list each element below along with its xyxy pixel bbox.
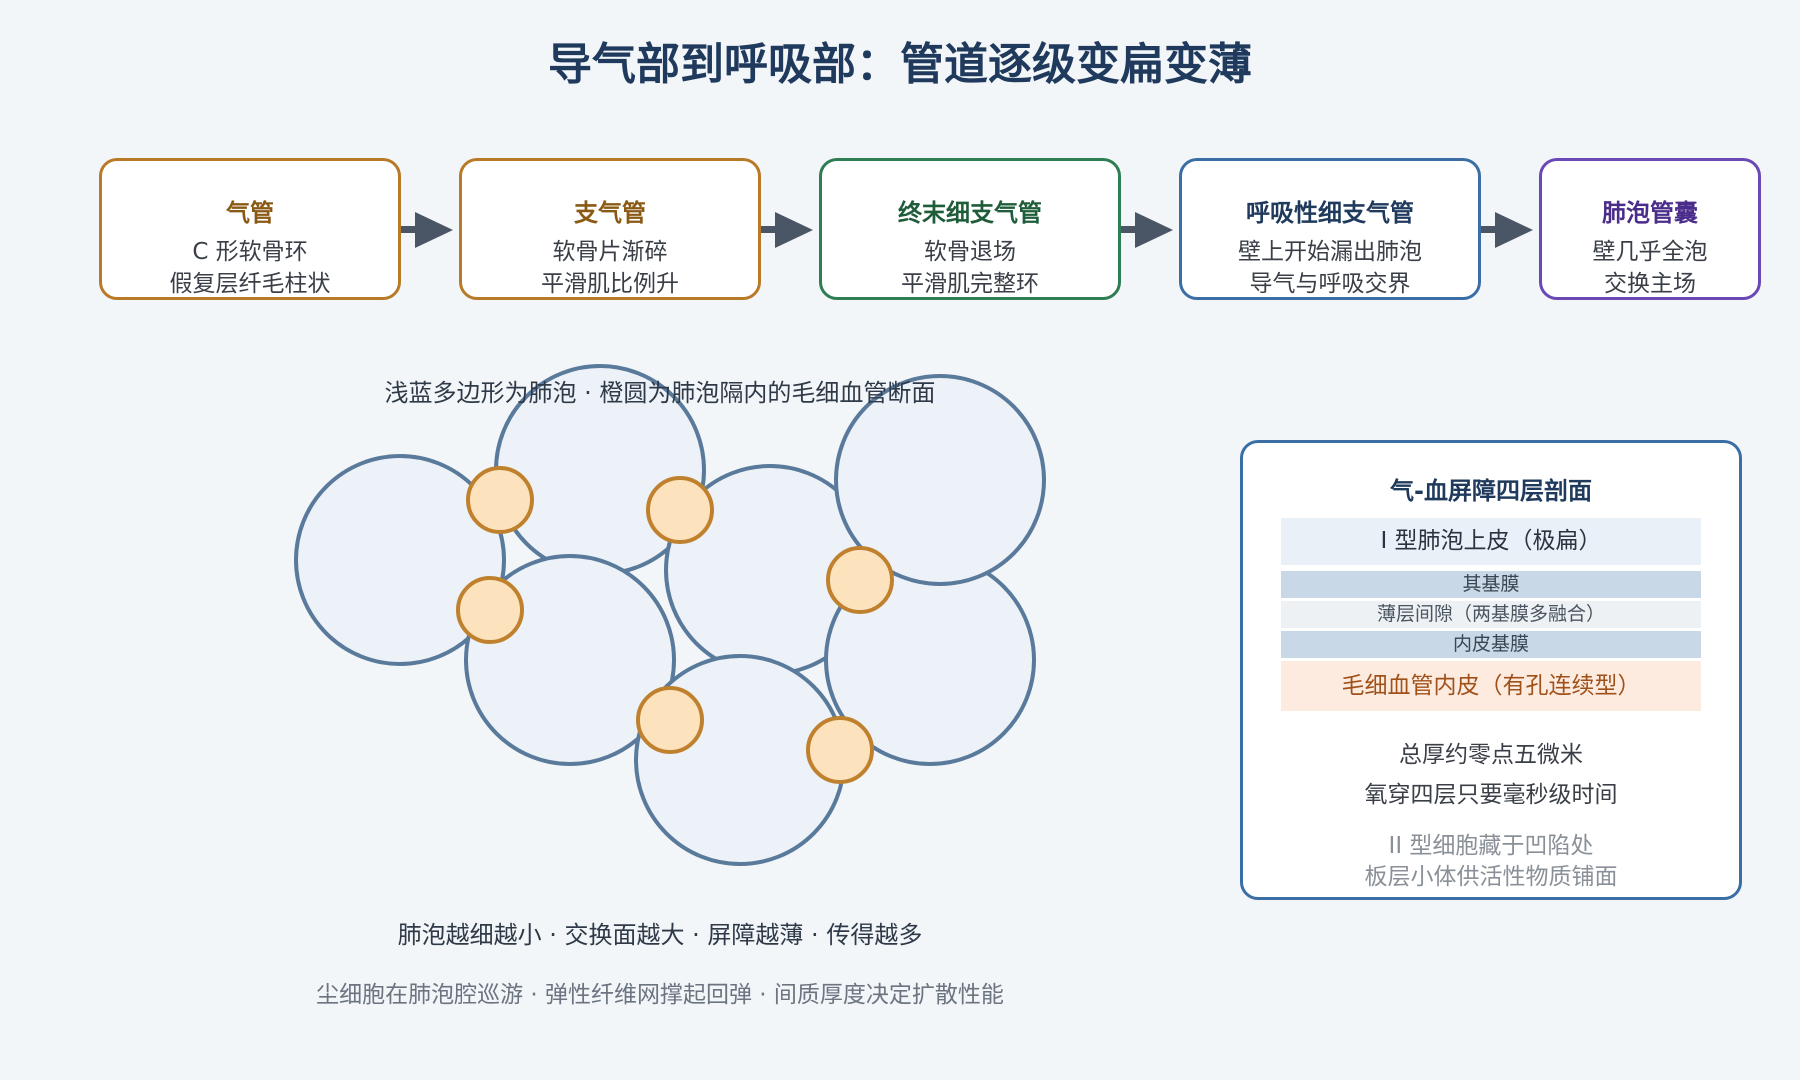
stage-card-respiratory-bronchiole: 呼吸性细支气管 壁上开始漏出肺泡 导气与呼吸交界: [1179, 158, 1481, 300]
capillary-section: [466, 466, 534, 534]
barrier-layer-endothelial-basement: 内皮基膜: [1281, 631, 1701, 658]
arrow-right-icon: [1121, 212, 1173, 248]
barrier-note: II 型细胞藏于凹陷处: [1388, 833, 1594, 859]
bottom-subcaption: 尘细胞在肺泡腔巡游 · 弹性纤维网撑起回弹 · 间质厚度决定扩散性能: [316, 982, 1004, 1008]
arrow-right-icon: [1481, 212, 1533, 248]
air-blood-barrier-panel: 气-血屏障四层剖面 I 型肺泡上皮（极扁） 其基膜 薄层间隙（两基膜多融合） 内…: [1240, 440, 1742, 900]
page-title: 导气部到呼吸部：管道逐级变扁变薄: [548, 39, 1252, 90]
stage-feature: 导气与呼吸交界: [1249, 271, 1411, 297]
barrier-layer-basement-membrane: 其基膜: [1281, 571, 1701, 598]
arrow-right-icon: [761, 212, 813, 248]
capillary-section: [826, 546, 894, 614]
stage-feature: 交换主场: [1604, 271, 1696, 297]
stage-name: 支气管: [574, 199, 646, 227]
alveoli-cluster-diagram: [294, 364, 1046, 866]
stage-card-terminal-bronchiole: 终末细支气管 软骨退场 平滑肌完整环: [819, 158, 1121, 300]
capillary-section: [456, 576, 524, 644]
stage-feature: 平滑肌比例升: [541, 271, 679, 297]
stage-feature: 壁几乎全泡: [1592, 239, 1708, 265]
barrier-layer-interstitial-space: 薄层间隙（两基膜多融合）: [1281, 601, 1701, 628]
barrier-note: 板层小体供活性物质铺面: [1364, 864, 1618, 890]
stage-feature: 软骨片渐碎: [552, 239, 668, 265]
stage-feature: 软骨退场: [924, 239, 1016, 265]
stage-name: 肺泡管囊: [1602, 199, 1698, 227]
bottom-caption: 肺泡越细越小 · 交换面越大 · 屏障越薄 · 传得越多: [397, 921, 923, 949]
stage-feature: 平滑肌完整环: [901, 271, 1039, 297]
stage-card-alveolar-duct-sac: 肺泡管囊 壁几乎全泡 交换主场: [1539, 158, 1761, 300]
stage-card-trachea: 气管 C 形软骨环 假复层纤毛柱状: [99, 158, 401, 300]
alveoli-legend-caption: 浅蓝多边形为肺泡 · 橙圆为肺泡隔内的毛细血管断面: [384, 379, 936, 407]
arrow-right-icon: [401, 212, 453, 248]
stage-name: 呼吸性细支气管: [1246, 199, 1414, 227]
stage-name: 终末细支气管: [898, 199, 1042, 227]
barrier-title: 气-血屏障四层剖面: [1390, 477, 1592, 505]
barrier-layer-type1-epithelium: I 型肺泡上皮（极扁）: [1281, 518, 1701, 565]
capillary-section: [806, 716, 874, 784]
stage-feature: C 形软骨环: [192, 239, 308, 265]
stage-name: 气管: [226, 199, 274, 227]
stage-feature: 壁上开始漏出肺泡: [1238, 239, 1422, 265]
capillary-section: [646, 476, 714, 544]
alveolus: [834, 374, 1046, 586]
stage-feature: 假复层纤毛柱状: [169, 271, 331, 297]
barrier-note: 氧穿四层只要毫秒级时间: [1364, 782, 1618, 808]
capillary-section: [636, 686, 704, 754]
barrier-note: 总厚约零点五微米: [1399, 742, 1583, 768]
stage-card-bronchus: 支气管 软骨片渐碎 平滑肌比例升: [459, 158, 761, 300]
alveolus: [294, 454, 506, 666]
barrier-layer-capillary-endothelium: 毛细血管内皮（有孔连续型）: [1281, 661, 1701, 711]
